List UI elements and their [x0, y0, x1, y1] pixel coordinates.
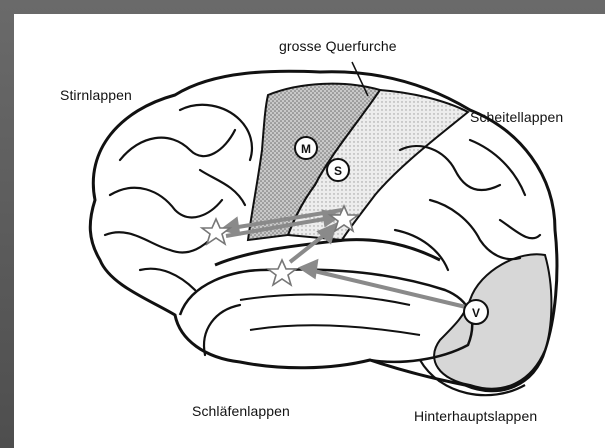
label-parietal-lobe: Scheitellappen	[470, 109, 563, 125]
marker-visual: V	[464, 300, 488, 324]
marker-sensory: S	[327, 159, 349, 181]
label-central-sulcus: grosse Querfurche	[279, 38, 397, 54]
marker-motor-label: M	[301, 142, 311, 156]
label-temporal-lobe: Schläfenlappen	[192, 403, 290, 419]
marker-visual-label: V	[472, 306, 480, 320]
label-occipital-lobe: Hinterhauptslappen	[414, 408, 537, 424]
marker-motor: M	[295, 137, 317, 159]
label-frontal-lobe: Stirnlappen	[60, 87, 132, 103]
marker-sensory-label: S	[334, 164, 342, 178]
